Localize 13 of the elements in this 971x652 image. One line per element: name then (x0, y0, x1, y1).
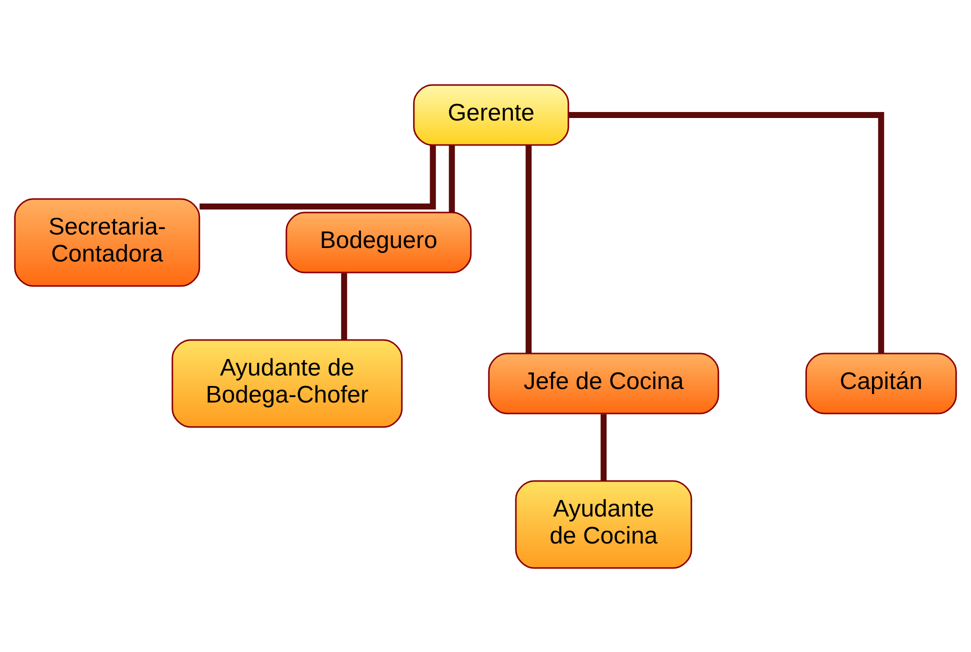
connector (526, 144, 532, 353)
connector (568, 112, 884, 353)
node-box: Bodeguero (286, 211, 472, 273)
node-box: Ayudante de Bodega-Chofer (172, 338, 403, 428)
node-box: Secretaria-Contadora (14, 198, 200, 286)
connector (200, 144, 436, 209)
node-box: Gerente (413, 84, 570, 146)
node-box: Jefe de Cocina (488, 352, 720, 414)
connector (341, 272, 348, 340)
node-box: Ayudante de Cocina (515, 480, 692, 568)
connector (448, 144, 455, 212)
node-box: Capitán (805, 352, 957, 414)
connector (600, 414, 607, 480)
